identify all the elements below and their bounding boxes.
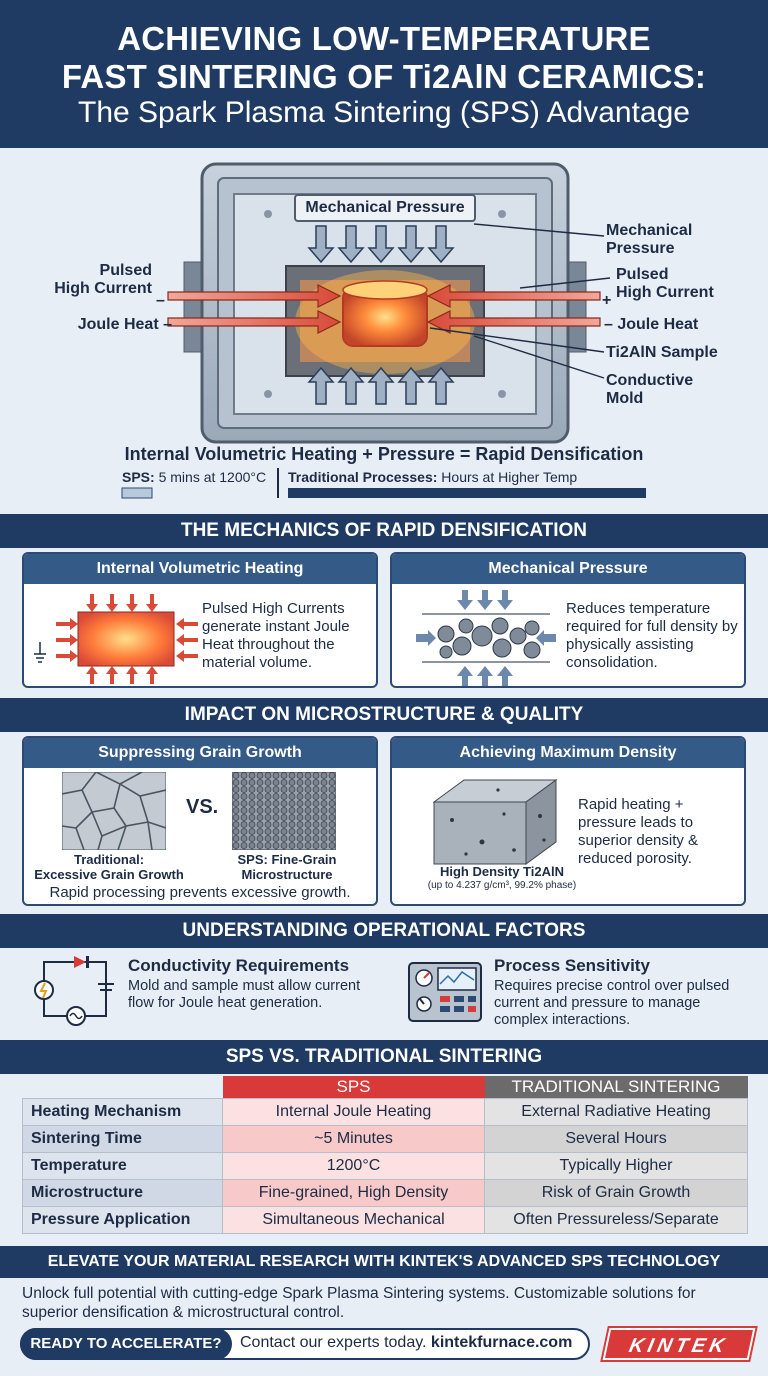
process-sensitivity-title: Process Sensitivity bbox=[494, 956, 650, 975]
table-row: Heating Mechanism Internal Joule Heating… bbox=[22, 1097, 748, 1126]
table-row: Microstructure Fine-grained, High Densit… bbox=[22, 1178, 748, 1207]
cell-traditional: Typically Higher bbox=[484, 1151, 748, 1180]
kintek-logo: KINTEK bbox=[602, 1328, 756, 1360]
table-header-sps: SPS bbox=[222, 1076, 485, 1098]
volumetric-heating-icon bbox=[34, 594, 198, 684]
row-label: Sintering Time bbox=[22, 1124, 223, 1153]
panel-max-density: Achieving Maximum Density High Density T… bbox=[390, 736, 746, 906]
sps-chamber-diagram bbox=[121, 162, 646, 499]
trad-time-note: Traditional Processes: Hours at Higher T… bbox=[288, 469, 577, 485]
table-header-traditional: TRADITIONAL SINTERING bbox=[484, 1076, 748, 1098]
table-header-row: SPS TRADITIONAL SINTERING bbox=[23, 1076, 748, 1098]
process-sensitivity-text: Requires precise control over pulsed cur… bbox=[494, 978, 730, 1028]
label-right-sample: Ti2AlN Sample bbox=[606, 344, 718, 361]
cell-traditional: Risk of Grain Growth bbox=[484, 1178, 748, 1207]
sps-note-value: 5 mins at 1200°C bbox=[158, 469, 267, 485]
sps-grain-caption: SPS: Fine-Grain Microstructure bbox=[237, 852, 337, 882]
panel-heating-title: Internal Volumetric Heating bbox=[24, 554, 376, 584]
label-top-pressure: Mechanical Pressure bbox=[294, 194, 476, 222]
cell-traditional: Often Pressureless/Separate bbox=[484, 1205, 748, 1234]
label-right-current: Pulsed High Current bbox=[616, 266, 714, 301]
label-right-mold: Conductive Mold bbox=[606, 372, 694, 407]
traditional-grain-caption: Traditional: Excessive Grain Growth bbox=[34, 852, 184, 882]
density-caption: High Density Ti2AlN bbox=[439, 864, 564, 879]
footer-title: ELEVATE YOUR MATERIAL RESEARCH WITH KINT… bbox=[0, 1246, 768, 1278]
cta-text: Contact our experts today. bbox=[240, 1334, 427, 1351]
section-comparison-title: SPS VS. TRADITIONAL SINTERING bbox=[0, 1040, 768, 1074]
panel-grain-title: Suppressing Grain Growth bbox=[24, 738, 376, 768]
table-row: Pressure Application Simultaneous Mechan… bbox=[22, 1205, 748, 1234]
title-line-1: ACHIEVING LOW-TEMPERATURE bbox=[117, 20, 651, 57]
row-label: Heating Mechanism bbox=[22, 1097, 223, 1126]
circuit-icon bbox=[34, 956, 114, 1026]
comparison-table: SPS TRADITIONAL SINTERING Heating Mechan… bbox=[22, 1076, 748, 1234]
label-left-minus: – bbox=[156, 292, 165, 309]
table-row: Sintering Time ~5 Minutes Several Hours bbox=[22, 1124, 748, 1153]
cell-sps: ~5 Minutes bbox=[222, 1124, 485, 1153]
cta-text-wrap: Contact our experts today. kintekfurnace… bbox=[240, 1334, 572, 1352]
vs-label: VS. bbox=[186, 796, 219, 818]
cell-sps: Simultaneous Mechanical bbox=[222, 1205, 485, 1234]
cell-sps: 1200°C bbox=[222, 1151, 485, 1180]
dense-cube-icon bbox=[432, 779, 558, 865]
label-right-plus: + bbox=[602, 292, 612, 309]
title-line-2: FAST SINTERING OF Ti2AlN CERAMICS: bbox=[61, 58, 707, 95]
table-header-empty bbox=[23, 1076, 223, 1098]
page-title: ACHIEVING LOW-TEMPERATURE FAST SINTERING… bbox=[0, 20, 768, 96]
cta-button[interactable]: READY TO ACCELERATE? bbox=[20, 1328, 232, 1360]
section-microstructure-title: IMPACT ON MICROSTRUCTURE & QUALITY bbox=[0, 698, 768, 732]
label-left-current: Pulsed High Current bbox=[54, 262, 152, 297]
equation-line: Internal Volumetric Heating + Pressure =… bbox=[124, 444, 644, 464]
panel-density-title: Achieving Maximum Density bbox=[392, 738, 744, 768]
header-banner: ACHIEVING LOW-TEMPERATURE FAST SINTERING… bbox=[0, 0, 768, 148]
label-right-joule: – Joule Heat bbox=[604, 316, 699, 333]
panel-pressure-text: Reduces temperature required for full de… bbox=[566, 600, 738, 671]
page-subtitle: The Spark Plasma Sintering (SPS) Advanta… bbox=[78, 96, 690, 129]
panel-grain-growth: Suppressing Grain Growth VS. Traditional… bbox=[22, 736, 378, 906]
conductivity-title: Conductivity Requirements bbox=[128, 956, 350, 975]
cell-sps: Internal Joule Heating bbox=[222, 1097, 485, 1126]
footer-text: Unlock full potential with cutting-edge … bbox=[22, 1285, 696, 1321]
grain-growth-text: Rapid processing prevents excessive grow… bbox=[49, 884, 351, 901]
cell-sps: Fine-grained, High Density bbox=[222, 1178, 485, 1207]
section-mechanics-title: THE MECHANICS OF RAPID DENSIFICATION bbox=[0, 514, 768, 548]
panel-volumetric-heating: Internal Volumetric Heating Pulsed High … bbox=[22, 552, 378, 688]
conductivity-text: Mold and sample must allow current flow … bbox=[128, 978, 361, 1011]
control-panel-icon bbox=[408, 962, 482, 1022]
trad-note-value: Hours at Higher Temp bbox=[441, 469, 578, 485]
particle-compaction-icon bbox=[416, 590, 556, 686]
row-label: Microstructure bbox=[22, 1178, 223, 1207]
row-label: Pressure Application bbox=[22, 1205, 223, 1234]
row-label: Temperature bbox=[22, 1151, 223, 1180]
density-subcaption: (up to 4.237 g/cm³, 99.2% phase) bbox=[427, 880, 577, 891]
coarse-grain-icon bbox=[62, 772, 166, 850]
sps-note-label: SPS: bbox=[122, 469, 155, 485]
table-row: Temperature 1200°C Typically Higher bbox=[22, 1151, 748, 1180]
section-operational-title: UNDERSTANDING OPERATIONAL FACTORS bbox=[0, 914, 768, 948]
sps-time-note: SPS: 5 mins at 1200°C bbox=[122, 469, 266, 485]
label-left-joule: Joule Heat – bbox=[77, 316, 172, 333]
cell-traditional: Several Hours bbox=[484, 1124, 748, 1153]
panel-heating-text: Pulsed High Currents generate instant Jo… bbox=[202, 600, 350, 671]
panel-pressure-title: Mechanical Pressure bbox=[392, 554, 744, 584]
trad-note-label: Traditional Processes: bbox=[288, 469, 438, 485]
label-right-pressure: Mechanical Pressure bbox=[606, 222, 693, 257]
fine-grain-icon bbox=[232, 772, 336, 850]
panel-mechanical-pressure: Mechanical Pressure Reduces temperature … bbox=[390, 552, 746, 688]
density-text: Rapid heating + pressure leads to superi… bbox=[578, 796, 699, 867]
cell-traditional: External Radiative Heating bbox=[484, 1097, 748, 1126]
cta-link[interactable]: kintekfurnace.com bbox=[430, 1334, 573, 1351]
